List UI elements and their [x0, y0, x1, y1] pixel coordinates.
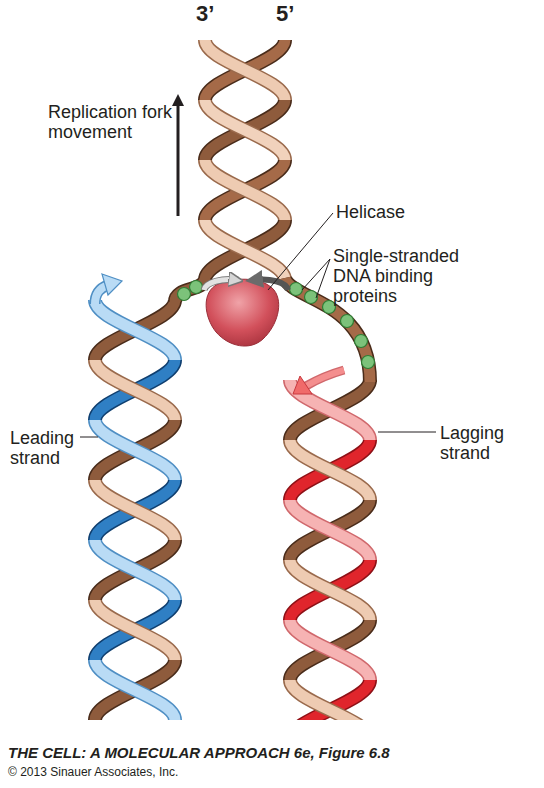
helicase-protein	[206, 279, 279, 346]
strand-end-label: 5’	[276, 2, 306, 27]
parental-strand	[175, 278, 205, 302]
rotation-arrow	[204, 279, 238, 290]
strand-end-label: 3’	[196, 2, 226, 27]
strand-label: Lagging strand	[440, 423, 530, 463]
part-label: Helicase	[336, 202, 446, 222]
part-label: Single-stranded DNA binding proteins	[333, 246, 471, 306]
rotation-arrow	[254, 279, 288, 290]
leading-arrow	[102, 274, 122, 295]
direction-arrow	[177, 100, 180, 216]
parental-strand	[175, 278, 205, 302]
lagging-arrow	[293, 376, 312, 394]
rotation-arrow	[204, 279, 236, 290]
leading-duplex	[85, 300, 185, 720]
lagging-arrow	[306, 370, 344, 386]
strand-label: Leading strand	[10, 428, 82, 468]
copyright-note: © 2013 Sinauer Associates, Inc.	[8, 766, 408, 779]
parental-duplex	[195, 40, 295, 280]
lagging-arrow	[306, 370, 344, 386]
lagging-duplex	[280, 380, 380, 720]
arrow-label: Replication fork movement	[48, 102, 174, 142]
figure-caption: THE CELL: A MOLECULAR APPROACH 6e, Figur…	[8, 745, 528, 762]
